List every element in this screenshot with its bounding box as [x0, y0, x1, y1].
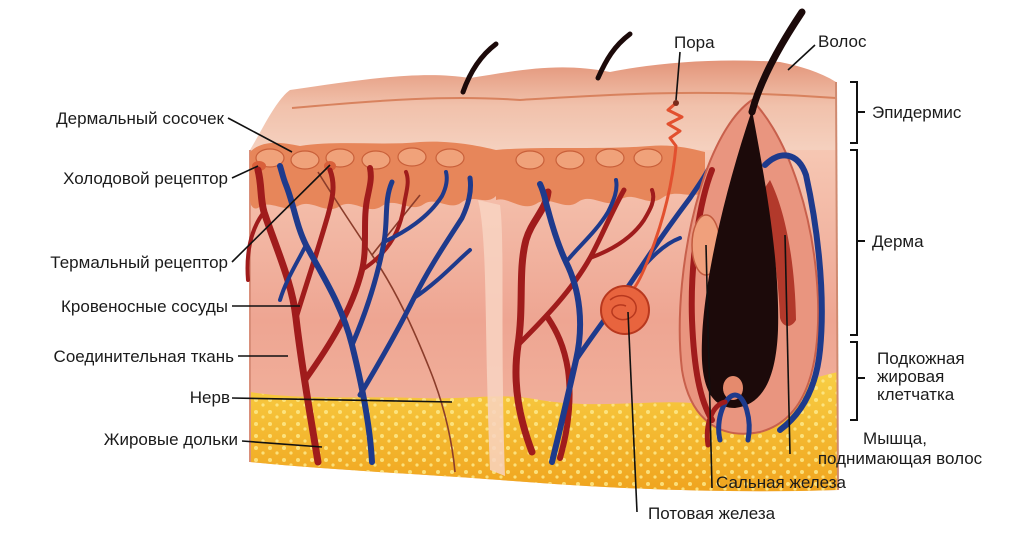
label-fat-lobules: Жировые дольки: [104, 430, 238, 449]
sweat-gland-coil: [601, 286, 649, 334]
label-nerve: Нерв: [190, 388, 230, 407]
label-subcutaneous-line3: клетчатка: [877, 385, 955, 404]
label-dermal-papilla: Дермальный сосочек: [56, 109, 224, 128]
bracket-subcutaneous: [850, 342, 865, 420]
label-subcutaneous-line2: жировая: [877, 367, 944, 386]
label-thermal-receptor: Термальный рецептор: [50, 253, 228, 272]
pore: [673, 100, 679, 106]
label-hair: Волос: [818, 32, 867, 51]
label-arrector-muscle-line2: поднимающая волос: [818, 449, 983, 468]
leader-hair: [788, 45, 815, 70]
label-sweat-gland: Потовая железа: [648, 504, 776, 523]
bracket-epidermis: [850, 82, 865, 143]
label-connective-tissue: Соединительная ткань: [54, 347, 235, 366]
label-subcutaneous-line1: Подкожная: [877, 349, 965, 368]
label-cold-receptor: Холодовой рецептор: [63, 169, 228, 188]
label-sebaceous-gland: Сальная железа: [716, 473, 847, 492]
bracket-dermis: [850, 150, 865, 335]
label-dermis: Дерма: [872, 232, 924, 251]
label-arrector-muscle-line1: Мышца,: [863, 429, 927, 448]
label-blood-vessels: Кровеносные сосуды: [61, 297, 228, 316]
label-epidermis: Эпидермис: [872, 103, 962, 122]
label-pore: Пора: [674, 33, 715, 52]
layer-brackets: [850, 82, 865, 420]
